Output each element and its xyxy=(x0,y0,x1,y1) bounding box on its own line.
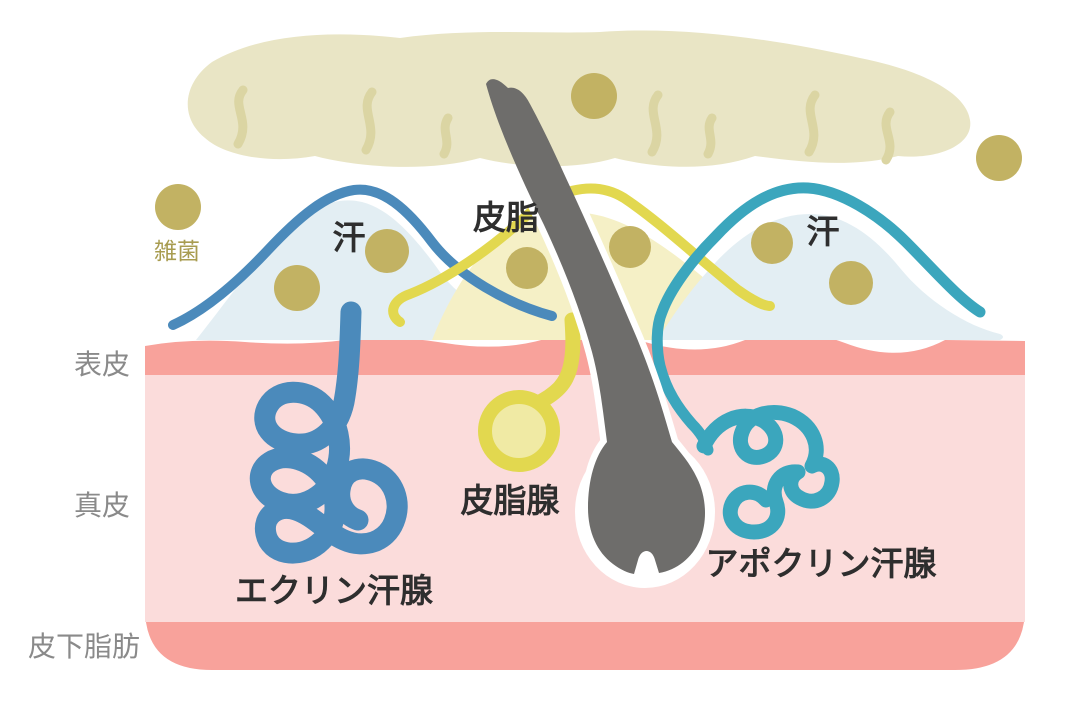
bacteria-dot xyxy=(571,73,617,119)
sebaceous-gland-body xyxy=(478,390,560,472)
hair-follicle xyxy=(486,79,715,588)
labels: 表皮 真皮 皮下脂肪 雑菌 汗 皮脂 汗 皮脂腺 エクリン汗腺 アポクリン汗腺 xyxy=(28,198,938,663)
bacteria-dots xyxy=(155,73,1022,311)
sweat-mound-outline-right-and-duct xyxy=(651,182,986,456)
label-sebaceous-gland: 皮脂腺 xyxy=(461,481,561,520)
bacteria-dot xyxy=(751,222,793,264)
label-sebum: 皮脂 xyxy=(473,198,539,237)
hair-shaft-and-bulb xyxy=(486,79,706,574)
eccrine-gland xyxy=(168,184,557,564)
bacteria-dot xyxy=(274,265,320,311)
bacteria-dot xyxy=(609,226,651,268)
bacteria-dot xyxy=(829,261,873,305)
label-sweat-right: 汗 xyxy=(807,212,840,251)
sebaceous-duct xyxy=(528,312,581,412)
stratum-mark xyxy=(804,90,820,157)
stratum-mark xyxy=(703,113,717,159)
stratum-mark xyxy=(881,107,895,165)
bacteria-dot xyxy=(365,229,409,273)
bacteria-dot xyxy=(155,184,201,230)
label-dermis: 真皮 xyxy=(74,489,130,522)
apocrine-coil xyxy=(696,405,840,540)
sebaceous-gland xyxy=(388,183,775,472)
stratum-texture-marks xyxy=(233,85,895,165)
sebum-mound-outline xyxy=(388,183,775,327)
apocrine-gland xyxy=(651,182,986,540)
stratum-mark xyxy=(233,85,248,149)
label-germs: 雑菌 xyxy=(154,239,200,265)
sweat-mound-outline-left xyxy=(168,184,557,330)
label-apocrine-sweat-gland: アポクリン汗腺 xyxy=(706,544,938,583)
bacteria-dot xyxy=(976,135,1022,181)
stratum-mark xyxy=(647,90,663,157)
label-eccrine-sweat-gland: エクリン汗腺 xyxy=(235,571,434,610)
stratum-mark xyxy=(439,113,453,159)
label-epidermis: 表皮 xyxy=(74,348,130,381)
label-sweat-left: 汗 xyxy=(333,218,366,257)
label-subcutaneous-fat: 皮下脂肪 xyxy=(28,630,140,663)
eccrine-duct-and-coil xyxy=(249,301,408,564)
bacteria-dot xyxy=(506,247,548,289)
stratum-mark xyxy=(361,87,377,155)
